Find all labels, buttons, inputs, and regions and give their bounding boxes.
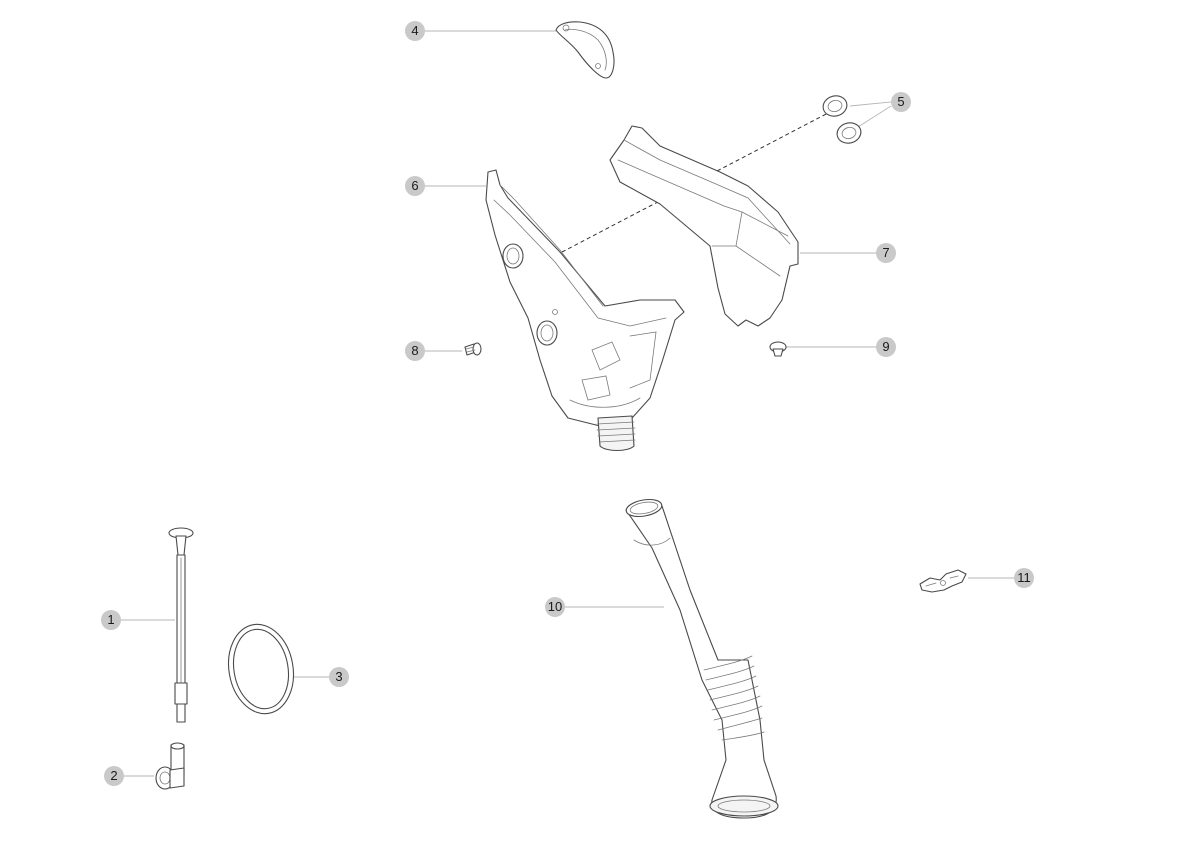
callout-5: 5 bbox=[891, 92, 911, 112]
callout-4: 4 bbox=[405, 21, 425, 41]
callout-1: 1 bbox=[101, 610, 121, 630]
callout-2: 2 bbox=[104, 766, 124, 786]
part-3-oring bbox=[227, 623, 295, 715]
callout-9: 9 bbox=[876, 337, 896, 357]
leader-line-5b bbox=[857, 105, 892, 128]
leader-lines bbox=[121, 30, 1014, 777]
part-6-housing bbox=[485, 169, 685, 452]
callout-3: 3 bbox=[329, 667, 349, 687]
part-4-gasket bbox=[555, 21, 615, 79]
part-10-filler-tube bbox=[625, 498, 779, 819]
part-9-plug bbox=[769, 341, 787, 357]
callout-11: 11 bbox=[1014, 568, 1034, 588]
part-7-cover bbox=[609, 125, 799, 327]
part-8-screw bbox=[464, 342, 482, 356]
callout-6: 6 bbox=[405, 176, 425, 196]
part-11-clip bbox=[919, 569, 967, 593]
callout-7: 7 bbox=[876, 243, 896, 263]
callout-10: 10 bbox=[545, 597, 565, 617]
part-2-elbow bbox=[155, 742, 185, 790]
leader-line-5a bbox=[849, 101, 892, 107]
part-5-washers bbox=[822, 95, 862, 144]
part-1-dipstick bbox=[168, 527, 194, 723]
assembly-axis-line bbox=[561, 111, 831, 253]
callout-8: 8 bbox=[405, 341, 425, 361]
